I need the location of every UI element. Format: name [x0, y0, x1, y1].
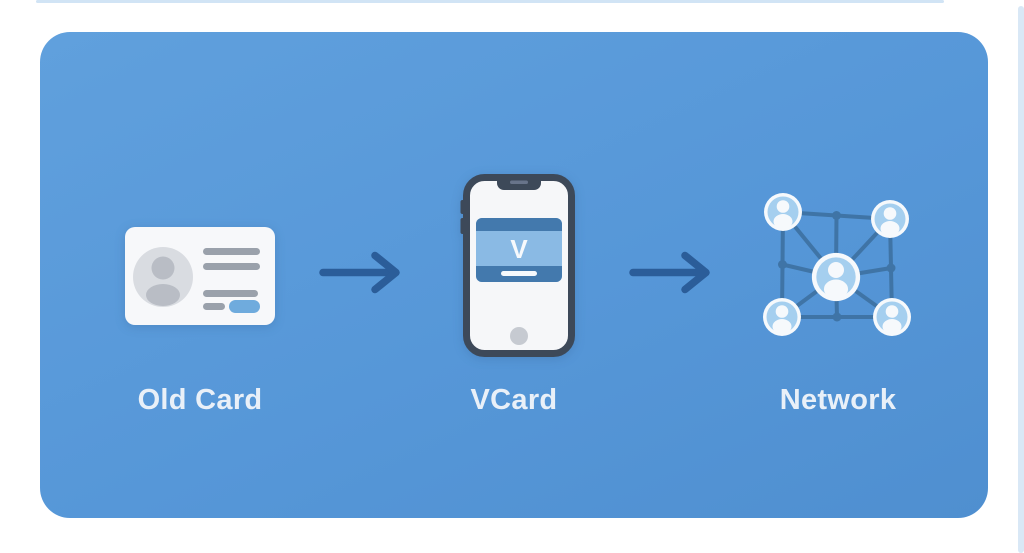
right-arrow-icon: [319, 251, 400, 294]
right-arrow-icon: [629, 251, 710, 294]
smartphone-vcard-icon: V: [460, 174, 575, 357]
right-edge-tint: [1018, 6, 1024, 553]
id-card-icon: [125, 227, 275, 325]
vcard-letter: V: [510, 234, 528, 264]
old-card-label: Old Card: [137, 384, 263, 416]
network-people-icon: [763, 193, 911, 336]
vcard-label: VCard: [470, 384, 558, 416]
top-edge-tint: [36, 0, 944, 3]
network-label: Network: [779, 384, 897, 416]
